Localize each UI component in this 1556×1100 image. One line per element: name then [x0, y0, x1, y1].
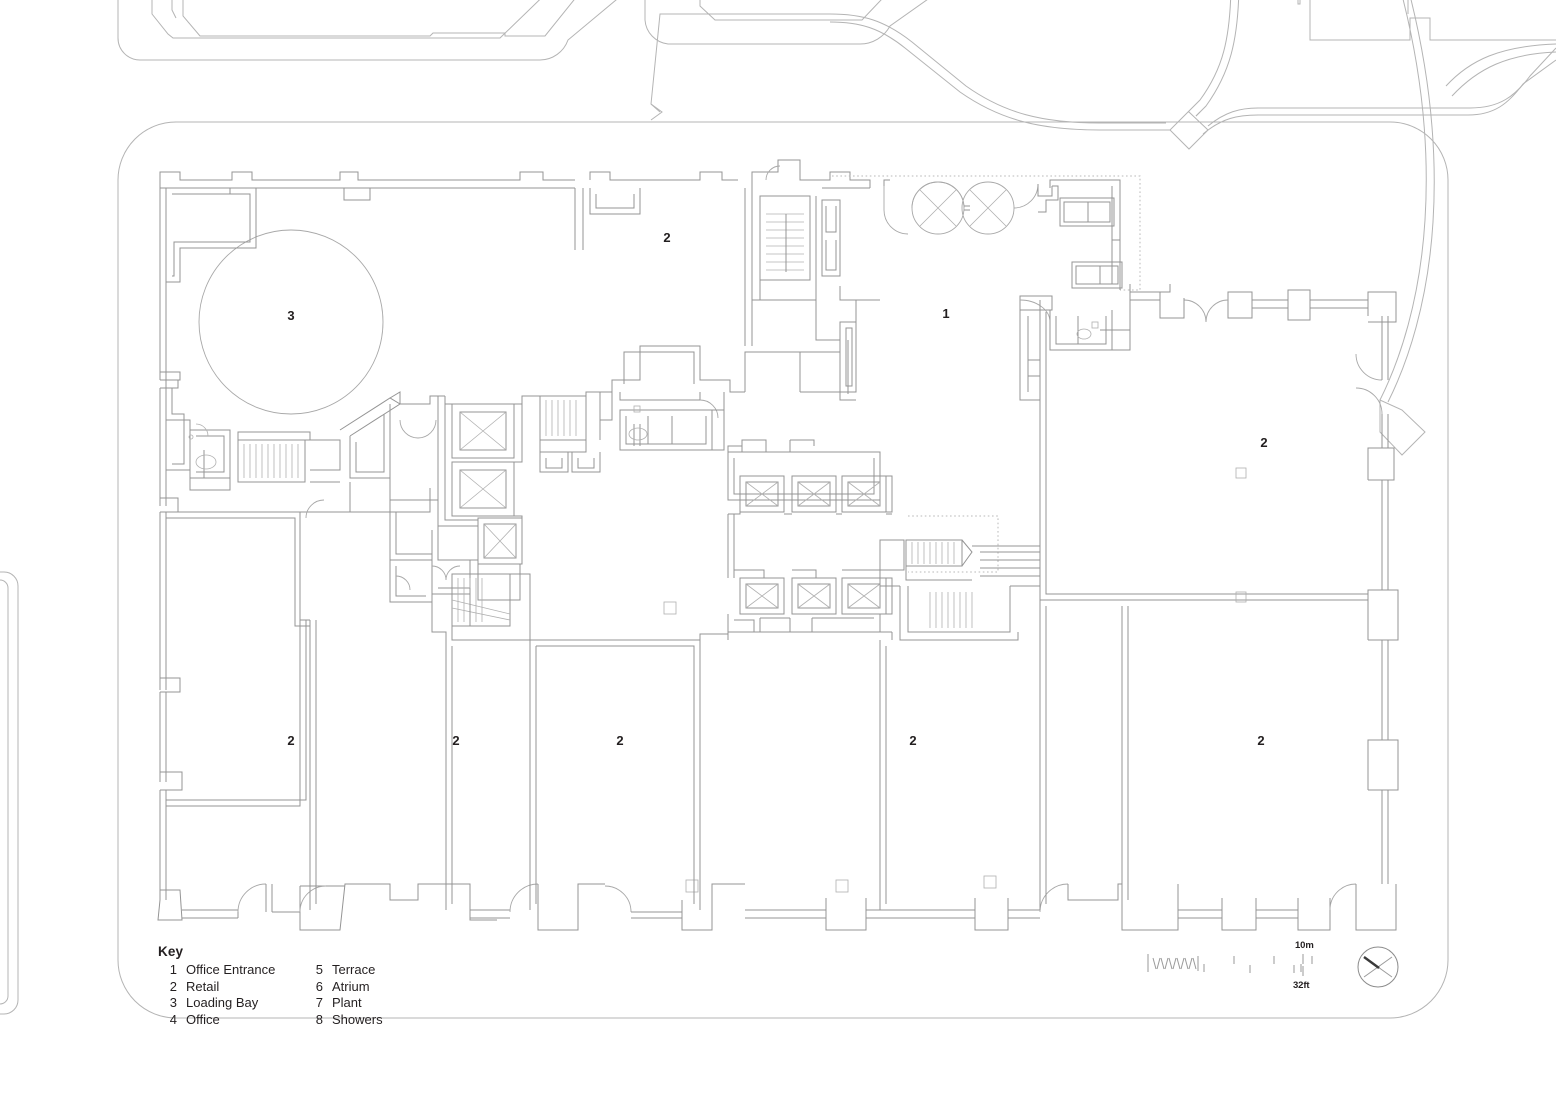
scale-bar: 10m 32ft	[1146, 938, 1406, 1000]
loading-bay-zone	[166, 171, 738, 415]
key-item-number: 2	[169, 978, 177, 994]
west-lift-core	[431, 395, 540, 641]
room-number-label: 2	[452, 733, 459, 748]
key-item: 3 Loading Bay	[158, 995, 304, 1012]
key-item-number: 7	[315, 995, 323, 1011]
room-number-label: 3	[287, 308, 294, 323]
key-legend: Key 1 Office Entrance 2 Retail 3 Loading…	[158, 944, 458, 1028]
key-item-label: Office	[186, 1011, 220, 1027]
scale-imperial-label: 32ft	[1293, 980, 1310, 991]
key-item-number: 5	[315, 962, 323, 977]
key-item: 8 Showers	[304, 1012, 383, 1029]
room-number-label: 2	[1260, 435, 1267, 450]
north-arrow-pointer	[1363, 956, 1380, 969]
north-arrow	[1355, 944, 1401, 990]
key-item-label: Retail	[186, 978, 220, 994]
key-item-label: Office Entrance	[186, 962, 276, 977]
key-item-label: Atrium	[332, 978, 370, 994]
key-column-right: 5 Terrace 6 Atrium 7 Plant 8 Showers	[304, 962, 383, 1028]
room-number-label: 1	[942, 306, 949, 321]
key-item-label: Plant	[332, 995, 362, 1011]
room-number-label: 2	[663, 230, 670, 245]
key-item: 4 Office	[158, 1012, 304, 1029]
scale-ticks	[1147, 954, 1313, 976]
central-services	[539, 188, 857, 473]
key-item: 6 Atrium	[304, 979, 383, 996]
office-entrance-zone	[832, 175, 1160, 401]
east-retail-unit	[663, 300, 1368, 910]
north-arrow-circle	[1357, 946, 1399, 988]
key-item-number: 4	[169, 1011, 177, 1027]
room-number-label: 2	[1257, 733, 1264, 748]
key-title: Key	[158, 944, 184, 959]
east-core-stair	[879, 515, 1040, 641]
key-item-label: Showers	[332, 1011, 383, 1027]
room-number-label: 2	[616, 733, 623, 748]
key-item: 5 Terrace	[304, 962, 383, 979]
key-item: 7 Plant	[304, 995, 383, 1012]
key-item: 2 Retail	[158, 979, 304, 996]
northwest-core	[165, 380, 445, 513]
key-item: 1 Office Entrance	[158, 962, 304, 979]
site-context	[0, 0, 1556, 1019]
room-number-label: 2	[287, 733, 294, 748]
key-item-number: 1	[169, 962, 177, 977]
building-envelope	[157, 171, 1399, 931]
south-retail-units	[166, 499, 887, 910]
room-number-label: 2	[909, 733, 916, 748]
key-item-label: Loading Bay	[186, 995, 259, 1011]
north-core	[751, 159, 880, 401]
key-item-number: 8	[315, 1011, 323, 1027]
key-item-label: Terrace	[332, 962, 376, 977]
room-number-labels: 3 2 1 2 2 2 2 2 2	[287, 230, 1267, 748]
central-lift-bank	[727, 439, 893, 633]
scale-metric-label: 10m	[1295, 940, 1314, 951]
key-column-left: 1 Office Entrance 2 Retail 3 Loading Bay…	[158, 962, 304, 1028]
key-item-number: 3	[169, 995, 177, 1011]
key-item-number: 6	[315, 978, 323, 994]
